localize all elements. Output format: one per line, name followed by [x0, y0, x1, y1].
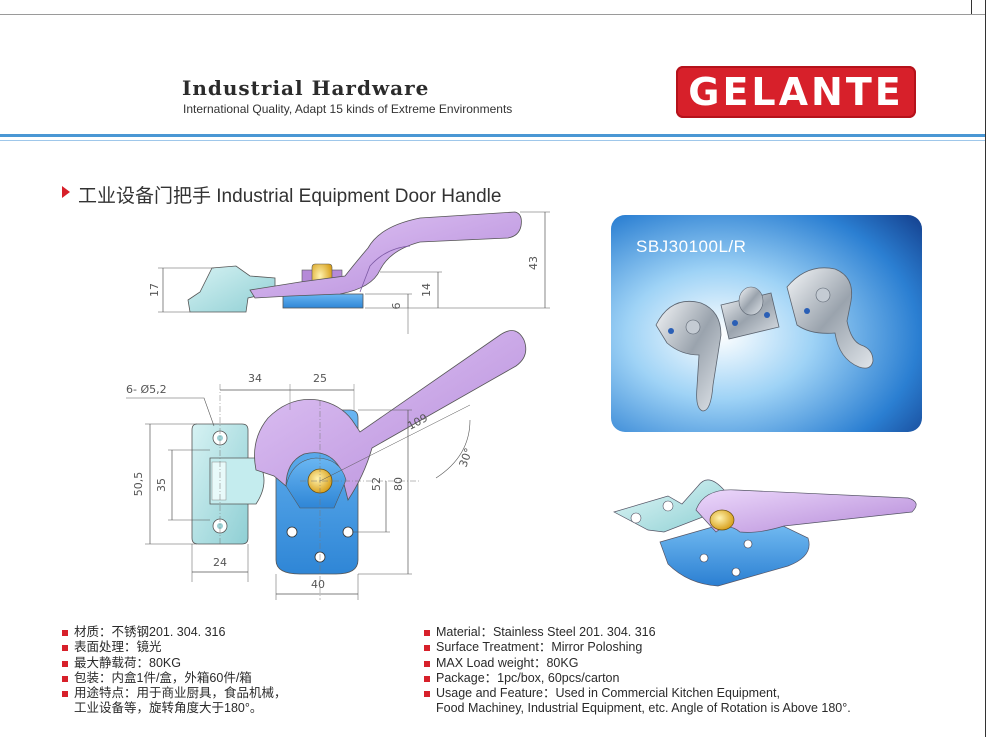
- bullet-icon: [62, 691, 68, 698]
- dim-14: 14: [420, 283, 433, 297]
- bullet-icon: [62, 645, 68, 652]
- crop-mark: [971, 0, 972, 14]
- bullet-icon: [424, 630, 430, 636]
- dim-34: 34: [248, 372, 262, 385]
- spec-continuation: Food Machiney, Industrial Equipment, etc…: [436, 701, 851, 716]
- dim-80: 80: [392, 477, 405, 491]
- dim-52: 52: [370, 477, 383, 491]
- dim-holes: 6- Ø5,2: [126, 383, 167, 396]
- spec-item: 包装：内盒1件/盒，外箱60件/箱: [62, 671, 392, 686]
- front-view: 6- Ø5,2 34 25 109 30° 50,5 35 52 80 24: [126, 330, 527, 600]
- right-edge-rule: [985, 14, 986, 737]
- spec-item: 表面处理：镜光: [62, 640, 392, 655]
- top-rule: [0, 14, 985, 15]
- spec-item: Material：Stainless Steel 201. 304. 316: [424, 625, 934, 640]
- model-label: SBJ30100L/R: [636, 237, 747, 256]
- bullet-icon: [62, 630, 68, 636]
- side-view: 17 43 14 6: [148, 211, 550, 334]
- crop-mark: [985, 0, 986, 14]
- bullet-icon: [62, 675, 68, 682]
- spec-item: Usage and Feature：Used in Commercial Kit…: [424, 686, 934, 701]
- dim-17: 17: [148, 283, 161, 297]
- dim-40: 40: [311, 578, 325, 591]
- triangle-bullet-icon: [62, 186, 70, 198]
- bullet-icon: [62, 660, 68, 667]
- spec-item: Surface Treatment：Mirror Poloshing: [424, 640, 934, 655]
- brand-subtitle: International Quality, Adapt 15 kinds of…: [183, 102, 513, 116]
- technical-drawing: 17 43 14 6 6-: [126, 211, 550, 600]
- gelante-logo: GELANTE: [676, 66, 916, 118]
- logo-text: GELANTE: [688, 70, 904, 114]
- dim-35: 35: [155, 478, 168, 492]
- section-title: 工业设备门把手 Industrial Equipment Door Handle: [78, 186, 502, 207]
- bullet-icon: [424, 691, 430, 698]
- specs-chinese: 材质：不锈钢201. 304. 316 表面处理：镜光 最大静载荷：80KG 包…: [62, 625, 392, 717]
- spec-item: 用途特点：用于商业厨具，食品机械，: [62, 686, 392, 701]
- dim-30: 30°: [457, 446, 476, 469]
- spec-item: MAX Load weight：80KG: [424, 656, 934, 671]
- spec-continuation: 工业设备等，旋转角度大于180°。: [74, 701, 263, 716]
- product-render: [613, 479, 917, 587]
- spec-item: Package：1pc/box, 60pcs/carton: [424, 671, 934, 686]
- bullet-icon: [424, 660, 430, 667]
- header-rule-thin: [0, 140, 985, 141]
- bullet-icon: [424, 675, 430, 682]
- bullet-icon: [424, 645, 430, 652]
- spec-item: 材质：不锈钢201. 304. 316: [62, 625, 392, 640]
- brand-title: Industrial Hardware: [182, 76, 430, 100]
- dim-6: 6: [390, 303, 403, 310]
- dim-43: 43: [527, 256, 540, 270]
- header-rule: [0, 134, 985, 137]
- dim-25: 25: [313, 372, 327, 385]
- spec-item: 最大静载荷：80KG: [62, 656, 392, 671]
- dim-50-5: 50,5: [132, 472, 145, 497]
- dim-24: 24: [213, 556, 227, 569]
- specs-english: Material：Stainless Steel 201. 304. 316 S…: [424, 625, 934, 717]
- product-photo: [611, 215, 922, 432]
